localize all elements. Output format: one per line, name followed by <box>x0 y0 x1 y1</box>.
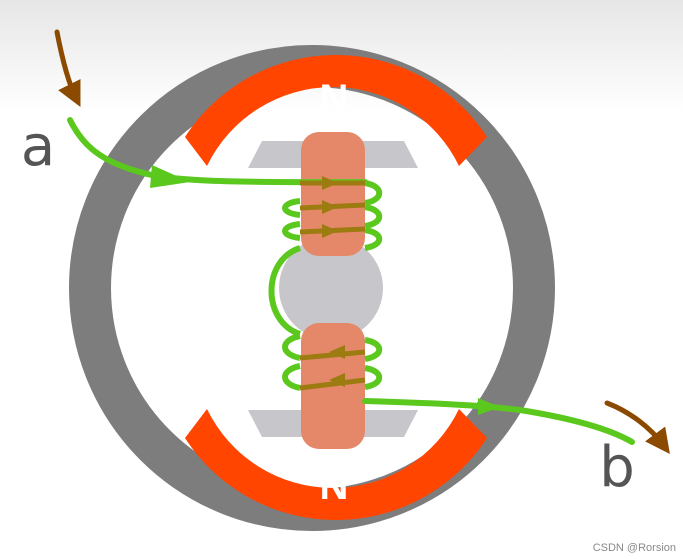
terminal-label-b: b <box>599 435 635 500</box>
winding-bottom-1 <box>299 349 366 361</box>
coil-top-turn-right-2 <box>364 204 383 229</box>
coil-top-turn-left-1 <box>282 198 301 218</box>
winding-arrow-top-1 <box>322 176 338 190</box>
flow-arrow-out-icon <box>604 400 670 455</box>
winding-bottom-2 <box>299 377 366 391</box>
magnet-north-bottom <box>185 409 487 521</box>
winding-arrow-bottom-2 <box>329 373 345 387</box>
terminal-label-a: a <box>21 114 55 179</box>
coil-top-turn-right-3 <box>364 227 383 251</box>
coil-bottom-turn-right-2 <box>364 365 383 390</box>
coil-top-turn-left-2 <box>282 221 301 241</box>
wire-terminal-a <box>67 117 368 186</box>
pole-label-bottom: N <box>320 464 349 508</box>
current-arrow-a <box>150 165 190 188</box>
winding-arrow-top-3 <box>322 224 338 238</box>
coil-bottom-turn-left-1 <box>282 333 301 361</box>
winding-arrow-bottom-1 <box>329 345 345 359</box>
coil-bottom-turn-right-1 <box>364 337 383 362</box>
rotor-hub <box>279 236 383 340</box>
winding-arrow-top-2 <box>322 200 338 214</box>
watermark: CSDN @Rorsion <box>593 542 676 554</box>
rotor-arm-top <box>301 132 365 256</box>
coil-top-turn-right-1 <box>364 180 383 206</box>
wire-terminal-b <box>362 398 635 445</box>
current-arrow-b <box>478 398 500 415</box>
flow-arrow-in-icon <box>54 29 81 107</box>
coil-bottom-turn-left-2 <box>282 363 301 391</box>
magnet-north-top <box>185 54 487 166</box>
wire-crossover <box>268 245 302 337</box>
pole-label-top: N <box>320 77 349 121</box>
